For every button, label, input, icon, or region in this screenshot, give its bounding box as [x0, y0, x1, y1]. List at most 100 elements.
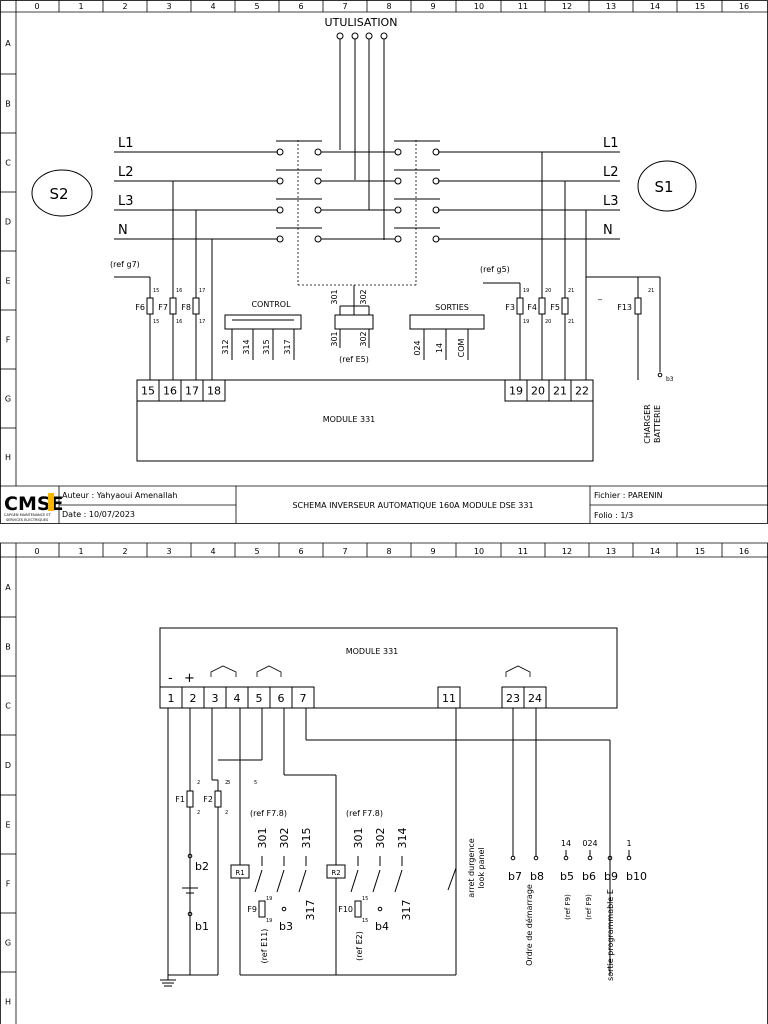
b3-label-sheet1: b3 [666, 376, 674, 383]
module-terminal-label: 24 [528, 692, 542, 705]
terminal-label: 22 [575, 385, 589, 398]
right-n: N [603, 223, 613, 238]
title-block: CMSE CAPGEN MAINTENANCE ET SERVICES ELEC… [0, 485, 768, 523]
b6-label: b6 [582, 870, 596, 883]
terminal-label: 19 [509, 385, 523, 398]
grid-column-label: 11 [518, 2, 528, 11]
contact-label: 315 [300, 828, 313, 849]
grid-column-label: 7 [342, 547, 347, 556]
utilisation-label: UTULISATION [325, 16, 398, 29]
relay-r1-label: R1 [235, 869, 244, 877]
estop-label-1: arret durgence [467, 838, 476, 898]
fuse-f2-top: 2 [225, 780, 228, 786]
module-terminal [291, 686, 315, 709]
utilisation-terminals [336, 32, 388, 240]
ordre-label: Ordre de démarrage [524, 884, 534, 966]
grid-column-label: 2 [122, 547, 127, 556]
grid-row-label: F [6, 880, 11, 889]
grid-column-label: 15 [695, 2, 705, 11]
terminal-label: 17 [185, 385, 199, 398]
charger-label: CHARGER [643, 404, 652, 444]
fuse-f1: F1 2 2 [175, 780, 200, 816]
estop-contact [447, 867, 457, 891]
grid-column-label: 8 [386, 2, 391, 11]
fuse-f10: F10 15 15 [338, 896, 368, 924]
grid-column-label: 13 [606, 2, 616, 11]
fuse-top-label: 20 [545, 288, 551, 294]
module-terminal-label: 2 [190, 692, 197, 705]
sheet2-frame [0, 542, 768, 1024]
module-relay-symbols [210, 665, 531, 677]
b5-top: 14 [561, 839, 571, 848]
grid-column-label: 11 [518, 547, 528, 556]
mechanical-interlock [297, 140, 417, 286]
grid-column-label: 8 [386, 547, 391, 556]
terminal [570, 379, 594, 402]
file-name: Fichier : PARENIN [594, 491, 663, 500]
grid-column-label: 16 [739, 547, 749, 556]
grid-row-label: H [5, 998, 11, 1007]
mid-pin-top-label: 302 [359, 289, 368, 304]
grid-row-label: H [5, 453, 11, 462]
fuse-f1-bottom: 2 [197, 810, 200, 816]
author: Auteur : Yahyaoui Amenallah [62, 491, 177, 500]
sorties-connector [409, 314, 485, 330]
right-bus [438, 151, 620, 240]
grid-column-label: 0 [34, 547, 39, 556]
fuse-f13-top: 21 [648, 288, 654, 294]
relay-r2-label: R2 [331, 869, 340, 877]
fuse-f9-bottom: 19 [266, 918, 272, 924]
fuse-f9-name: F9 [247, 905, 257, 914]
grid-column-label: 1 [78, 2, 83, 11]
module-terminal-label: 1 [168, 692, 175, 705]
control-pin-label: 317 [283, 339, 292, 354]
ref-f9-a: (ref F9) [564, 894, 572, 920]
module-terminal-label: 7 [300, 692, 307, 705]
fuse-top-label: 16 [176, 288, 182, 294]
sorties-pin-label: 14 [435, 343, 444, 353]
grid-row-label: G [5, 395, 11, 404]
grid-column-label: 6 [298, 2, 303, 11]
outputs: 14 024 1 b5 b6 b9 b10 (ref F9) (ref F9) … [560, 839, 647, 981]
cmse-logo: CMSE [4, 493, 64, 515]
fuse-f10-top: 15 [362, 896, 368, 902]
mid-pin-top-label: 301 [330, 289, 339, 304]
module-331-label-sheet1: MODULE 331 [323, 415, 376, 424]
sheet2-wiring [160, 708, 611, 987]
b2-label: b2 [195, 860, 209, 873]
ref-f9-b: (ref F9) [585, 894, 593, 920]
source-s1-label: S1 [654, 178, 673, 196]
fuse-name: F8 [181, 303, 191, 312]
grid-column-label: 5 [254, 547, 259, 556]
ref-e2: (ref E2) [355, 931, 364, 961]
fuse-top-label: 19 [523, 288, 529, 294]
ref-g5: (ref g5) [480, 265, 510, 274]
grid-column-label: 10 [474, 547, 484, 556]
grid-row-label: C [5, 159, 11, 168]
module-terminal-label: 11 [442, 692, 456, 705]
grid-column-label: 9 [430, 2, 435, 11]
fuse-f10-bottom: 15 [362, 918, 368, 924]
fuse-name: F5 [550, 303, 560, 312]
control-label: CONTROL [251, 300, 291, 309]
module-331-label-sheet2: MODULE 331 [346, 647, 399, 656]
folio: Folio : 1/3 [594, 511, 633, 520]
left-feeds [149, 181, 213, 380]
terminal-label: 21 [553, 385, 567, 398]
grid-row-label: G [5, 939, 11, 948]
contact-label: 302 [278, 828, 291, 849]
control-pin-label: 314 [242, 339, 251, 354]
control-connector [224, 314, 302, 330]
terminal-label: 16 [163, 385, 177, 398]
grid-column-label: 1 [78, 547, 83, 556]
batterie-label: BATTERIE [653, 405, 662, 443]
module-terminal-label: 4 [234, 692, 241, 705]
right-l1: L1 [603, 136, 619, 151]
control-pin-label: 315 [262, 339, 271, 354]
estop-label-2: look panel [477, 847, 486, 888]
grid-column-label: 13 [606, 547, 616, 556]
grid-column-label: 3 [166, 547, 171, 556]
